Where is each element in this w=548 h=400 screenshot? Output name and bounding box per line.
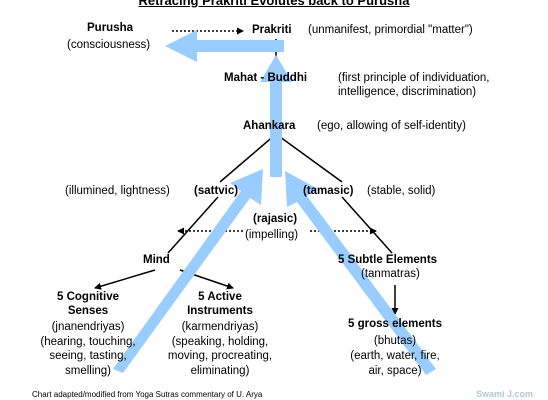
rajasic-label: (rajasic) (253, 213, 298, 225)
rajasic-desc: (impelling) (245, 229, 299, 241)
subtle-elements-desc: (tanmatras) (361, 268, 420, 280)
cognitive-desc-line4: smelling) (64, 365, 111, 377)
watermark: Swami J.com (476, 389, 534, 399)
prakriti-label: Prakriti (252, 24, 292, 36)
ahankara-tamasic-line (275, 133, 343, 183)
gross-elements-desc-line3: air, space) (368, 365, 422, 377)
tamasic-desc: (stable, solid) (367, 185, 436, 197)
active-desc-line1: (karmendriyas) (181, 321, 259, 333)
ahankara-desc: (ego, allowing of self-identity) (317, 120, 466, 132)
chart-credit: Chart adapted/modified from Yoga Sutras … (32, 390, 263, 399)
ahankara-sattvic-line (219, 133, 277, 183)
cognitive-label-line2: Senses (67, 305, 109, 317)
tamasic-label: (tamasic) (303, 185, 354, 197)
gross-elements-desc-line2: (earth, water, fire, (350, 350, 440, 362)
ahankara-label: Ahankara (243, 120, 296, 132)
active-desc-line3: moving, procreating, (167, 350, 273, 362)
purusha-label: Purusha (87, 22, 134, 34)
gross-elements-label: 5 gross elements (348, 318, 442, 330)
active-desc-line2: (speaking, holding, (171, 336, 269, 348)
active-desc-line4: eliminating) (190, 365, 250, 377)
mahat-desc-line1: (first principle of individuation, (338, 72, 490, 84)
retracing-arrows (113, 30, 436, 375)
mahat-desc-line2: intelligence, discrimination) (338, 86, 477, 98)
mind-label: Mind (143, 254, 170, 266)
cognitive-desc-line2: (hearing, touching, (40, 336, 136, 348)
retrace-arrow-central (260, 55, 292, 177)
sattvic-mind-line (167, 196, 219, 254)
cognitive-desc-line1: (jnanendriyas) (51, 321, 125, 333)
active-label-line1: 5 Active (198, 291, 242, 303)
tamasic-subtle-line (341, 196, 393, 254)
mind-cognitive-arrow (94, 269, 156, 290)
retrace-arrow-to-purusha (165, 30, 284, 62)
retrace-arrow-cognitive (113, 169, 263, 373)
prakriti-desc: (unmanifest, primordial "matter") (308, 24, 473, 36)
sattvic-label: (sattvic) (194, 185, 239, 197)
gross-elements-desc-line1: (bhutas) (373, 335, 417, 347)
purusha-desc: (consciousness) (67, 39, 151, 51)
mahat-buddhi-label: Mahat - Buddhi (224, 72, 308, 84)
subtle-elements-label: 5 Subtle Elements (338, 254, 438, 266)
sattvic-desc: (illumined, lightness) (65, 185, 170, 197)
active-label-line2: Instruments (187, 305, 253, 317)
retrace-arrow-gross (285, 171, 436, 375)
diagram-title: Retracing Prakriti Evolutes back to Puru… (138, 0, 410, 8)
cognitive-label-line1: 5 Cognitive (57, 291, 119, 303)
cognitive-desc-line3: seeing, tasting, (49, 350, 127, 362)
